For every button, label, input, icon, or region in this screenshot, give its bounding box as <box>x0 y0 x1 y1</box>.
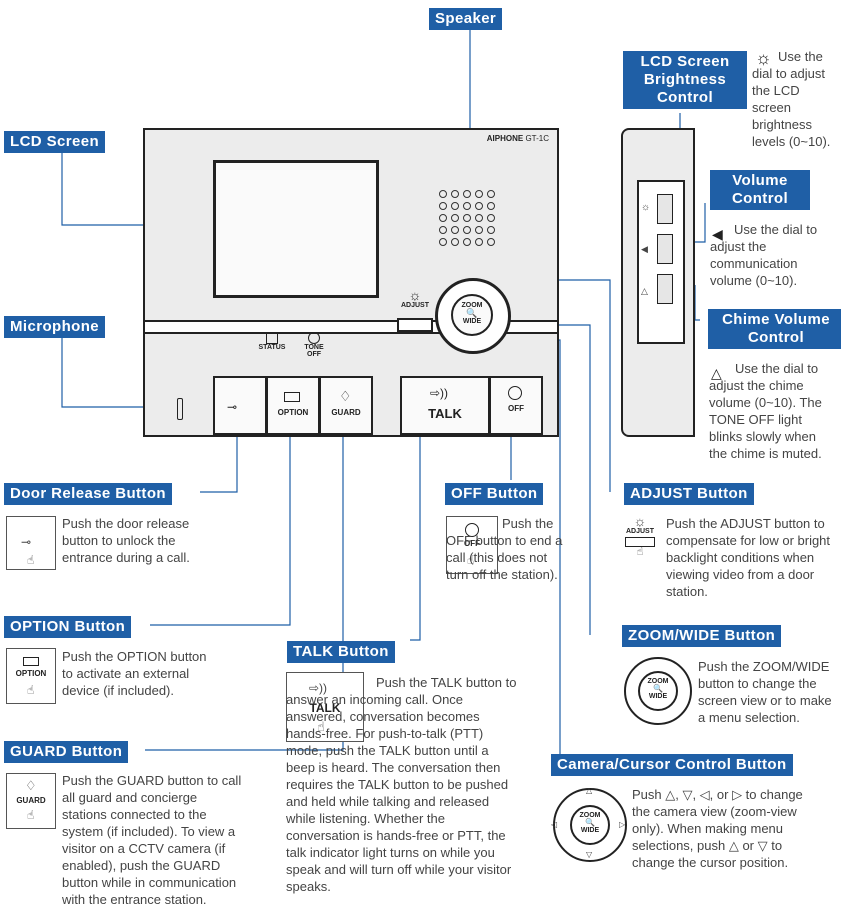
door-release-label: Door Release Button <box>4 483 172 505</box>
volume-control-label: Volume Control <box>710 170 810 210</box>
bell-icon: △ <box>641 286 648 296</box>
zoom-wide-inset: ZOOM 🔍 WIDE <box>624 657 692 725</box>
station-side-view: ☼ ◀ △ <box>621 128 695 437</box>
side-dial-panel: ☼ ◀ △ <box>637 180 685 344</box>
talk-icon: ⇨)) <box>430 386 449 400</box>
hand-icon: ☝ <box>27 683 35 697</box>
hand-icon: ☝ <box>27 808 35 822</box>
bell-icon: △ <box>711 365 722 381</box>
chime-volume-desc: Use the dial to adjust the chime volume … <box>709 361 822 461</box>
off-button[interactable]: OFF <box>489 376 543 435</box>
camera-cursor-inset: △ ▽ ◁ ▷ ZOOM 🔍 WIDE <box>551 786 627 862</box>
off-inset: OFF ☝ <box>446 516 498 574</box>
hand-icon: ☝ <box>317 719 325 734</box>
zoom-wide-label: ZOOM/WIDE Button <box>622 625 782 647</box>
adjust-icon: ☼ ADJUST <box>400 287 429 309</box>
intercom-station: AIPHONE GT-1C ☼ ADJUST STATUS TONE OFF <box>143 128 559 437</box>
volume-dial[interactable] <box>657 234 673 264</box>
talk-icon: ⇨)) <box>309 681 328 695</box>
door-release-inset: ⊸ ☝ <box>6 516 56 570</box>
bell-icon: ♢ <box>25 778 37 793</box>
zoom-wide-button[interactable]: ZOOM 🔍 WIDE <box>451 294 493 336</box>
option-button-desc: Push the OPTION button to activate an ex… <box>62 649 207 698</box>
guard-button-label: GUARD Button <box>4 741 129 763</box>
off-icon <box>508 386 522 400</box>
status-indicator: STATUS <box>257 332 287 351</box>
camera-cursor-dial[interactable]: ZOOM 🔍 WIDE <box>435 278 511 354</box>
bell-icon: ♢ <box>339 388 352 404</box>
hand-icon: ☝ <box>27 553 35 567</box>
guard-button[interactable]: ♢ GUARD <box>319 376 373 435</box>
talk-button[interactable]: ⇨)) TALK <box>400 376 490 435</box>
off-button-label: OFF Button <box>445 483 544 505</box>
off-button-desc: Push the OFF button to end a call (this … <box>446 516 563 582</box>
option-inset: OPTION ☝ <box>6 648 56 704</box>
camera-cursor-desc: Push △, ▽, ◁, or ▷ to change the camera … <box>632 787 803 870</box>
microphone-label: Microphone <box>4 316 105 338</box>
adjust-icon: ☼ ADJUST ☝ <box>625 513 655 558</box>
lcd-brightness-label: LCD Screen Brightness Control <box>623 51 747 109</box>
speaker-label: Speaker <box>429 8 503 30</box>
option-icon <box>284 392 300 402</box>
lcd-screen-label: LCD Screen <box>4 131 106 153</box>
door-release-button[interactable]: ⊸ <box>213 376 267 435</box>
option-icon <box>23 657 39 666</box>
brand-text: AIPHONE GT-1C <box>486 134 549 143</box>
adjust-button-label: ADJUST Button <box>624 483 754 505</box>
speaker-grille <box>437 188 507 258</box>
chime-volume-label: Chime Volume Control <box>708 309 841 349</box>
lcd-brightness-desc: Use the dial to adjust the LCD screen br… <box>752 49 831 149</box>
zoom-wide-desc: Push the ZOOM/WIDE button to change the … <box>698 659 832 725</box>
door-release-desc: Push the door release button to unlock t… <box>62 516 190 565</box>
option-button-label: OPTION Button <box>4 616 132 638</box>
talk-inset: ⇨)) TALK ☝ <box>286 672 364 742</box>
speaker-icon: ◀ <box>641 244 648 254</box>
volume-control-desc: Use the dial to adjust the communication… <box>710 222 818 288</box>
lcd-screen <box>213 160 379 298</box>
tone-off-indicator: TONE OFF <box>297 332 331 358</box>
key-icon: ⊸ <box>21 535 32 549</box>
option-button[interactable]: OPTION <box>266 376 320 435</box>
talk-button-label: TALK Button <box>287 641 395 663</box>
camera-cursor-label: Camera/Cursor Control Button <box>551 754 793 776</box>
off-icon <box>465 523 479 537</box>
brightness-dial[interactable] <box>657 194 673 224</box>
adjust-button-desc: Push the ADJUST button to compensate for… <box>666 516 831 599</box>
sun-icon: ☼ <box>755 48 772 68</box>
microphone <box>177 398 183 420</box>
adjust-button[interactable] <box>397 318 433 332</box>
key-icon: ⊸ <box>227 400 238 414</box>
hand-icon: ☝ <box>467 553 475 567</box>
guard-button-desc: Push the GUARD button to call all guard … <box>62 773 242 907</box>
talk-button-desc: Push the TALK button to answer an incomi… <box>286 675 517 894</box>
guard-inset: ♢ GUARD ☝ <box>6 773 56 829</box>
sun-icon: ☼ <box>641 202 651 213</box>
speaker-icon: ◀ <box>712 226 723 242</box>
chime-dial[interactable] <box>657 274 673 304</box>
